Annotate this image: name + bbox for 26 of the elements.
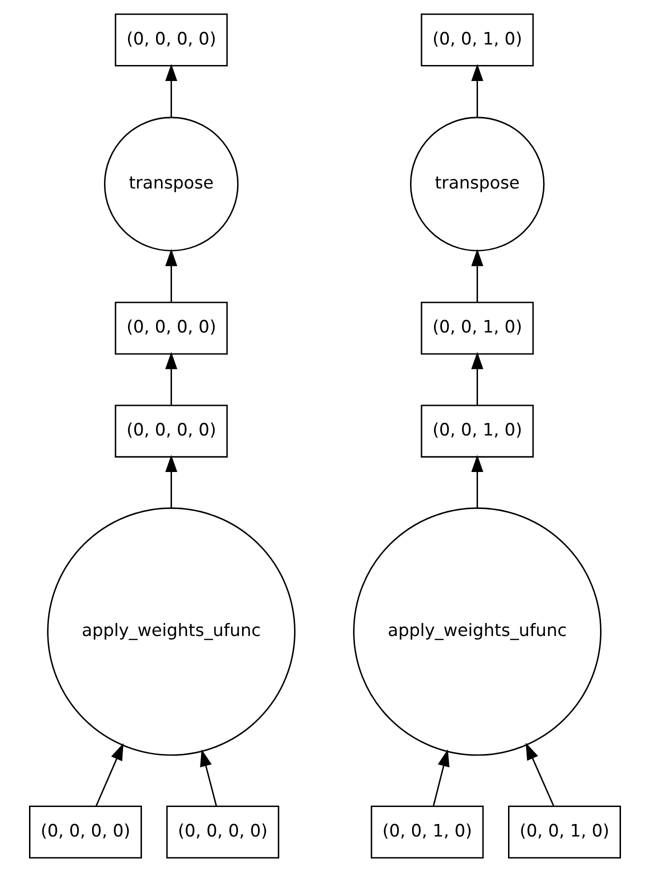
node-box: (0, 0, 1, 0) xyxy=(508,806,620,858)
node-box: (0, 0, 0, 0) xyxy=(114,404,228,458)
node-box: (0, 0, 0, 0) xyxy=(28,806,142,858)
arrow xyxy=(525,742,554,806)
arrow xyxy=(164,64,177,117)
arrow xyxy=(470,64,483,117)
arrow xyxy=(95,743,123,806)
arrow xyxy=(432,749,449,806)
node-circle: apply_weights_ufunc xyxy=(46,507,295,756)
node-circle: transpose xyxy=(409,116,544,252)
arrow xyxy=(470,248,483,302)
arrow xyxy=(164,248,177,302)
node-circle: transpose xyxy=(103,116,238,252)
arrow xyxy=(200,749,217,806)
arrow xyxy=(164,454,177,508)
node-box: (0, 0, 0, 0) xyxy=(114,14,228,66)
node-box: (0, 0, 1, 0) xyxy=(420,404,534,458)
node-circle: apply_weights_ufunc xyxy=(352,507,601,756)
arrow xyxy=(470,454,483,508)
arrow xyxy=(470,352,483,405)
node-box: (0, 0, 0, 0) xyxy=(114,302,228,355)
node-box: (0, 0, 0, 0) xyxy=(166,806,279,858)
node-box: (0, 0, 1, 0) xyxy=(420,14,534,66)
arrow xyxy=(164,352,177,405)
node-box: (0, 0, 1, 0) xyxy=(370,806,484,858)
node-box: (0, 0, 1, 0) xyxy=(420,302,534,355)
